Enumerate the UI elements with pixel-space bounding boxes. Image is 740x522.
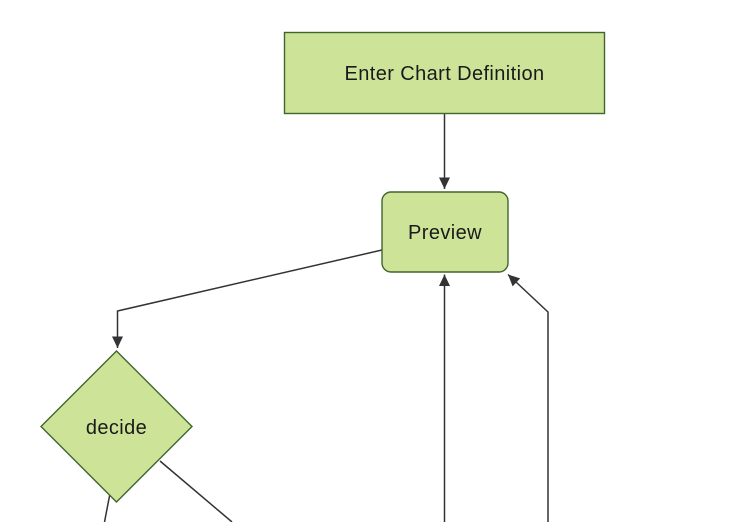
edge-preview-to-decide [112,249,383,348]
enter-chart-definition-label: Enter Chart Definition [344,63,544,85]
node-preview: Preview [381,191,509,273]
enter-chart-definition-rectangle [283,31,606,115]
preview-label: Preview [408,222,482,244]
edge-offscreen-below-right-to-preview [507,273,549,522]
decide-label: decide [86,417,147,439]
node-decide: decide [40,350,193,503]
decide-diamond [40,350,193,503]
edge-decide-to-offscreen-bottom-left [103,493,111,522]
node-enter-chart-definition: Enter Chart Definition [283,31,606,115]
edge-layer [103,114,549,522]
edge-decide-to-offscreen-bottom-right [159,460,233,522]
preview-rounded-rectangle [381,191,509,273]
